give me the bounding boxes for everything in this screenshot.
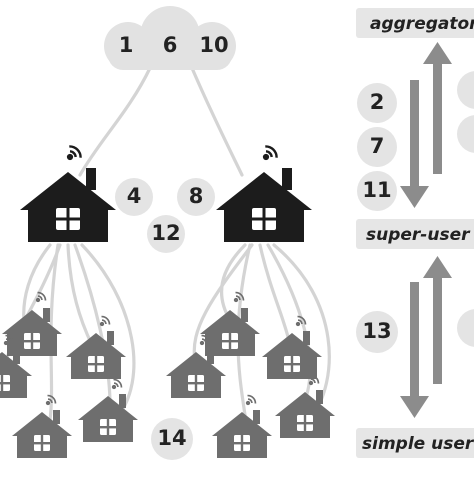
small-house-icon xyxy=(12,410,72,458)
small-house-icon xyxy=(275,390,335,438)
wifi-icon xyxy=(61,142,85,166)
badge-partial-3 xyxy=(457,309,474,347)
link-right-1 xyxy=(220,243,247,322)
badge-number-13: 13 xyxy=(362,319,391,343)
simple-user-label-box xyxy=(356,428,474,458)
badge-13 xyxy=(356,311,398,353)
small-house-icon xyxy=(166,350,226,398)
cloud-number-2: 6 xyxy=(163,33,178,57)
badge-number-2: 2 xyxy=(370,90,385,114)
badge-number-11: 11 xyxy=(362,178,391,202)
small-house-icon xyxy=(212,410,272,458)
badge-number-12: 12 xyxy=(151,221,180,245)
link-right-2 xyxy=(192,243,254,362)
smart-home-icon xyxy=(216,168,312,242)
down-arrow-icon xyxy=(400,282,429,418)
up-arrow-icon xyxy=(423,256,452,384)
super-user-label: super-user xyxy=(366,225,471,245)
small-house-icon xyxy=(78,394,138,442)
badge-number-7: 7 xyxy=(370,134,385,158)
small-house-icon xyxy=(2,308,62,356)
link-left-3 xyxy=(66,243,94,347)
link-left-4 xyxy=(73,243,112,407)
badge-8 xyxy=(177,178,215,216)
badge-2 xyxy=(357,83,397,123)
wifi-icon xyxy=(257,142,281,166)
badge-partial-1 xyxy=(457,71,474,109)
cloud-number-3: 10 xyxy=(199,33,228,57)
cloud-number-1: 1 xyxy=(119,33,134,57)
badge-number-8: 8 xyxy=(189,184,204,208)
small-house-icon xyxy=(66,331,126,379)
link-cloud-left xyxy=(78,66,152,177)
badge-11 xyxy=(357,171,397,211)
aggregator-label-box xyxy=(356,8,474,38)
smart-home-icon xyxy=(20,168,116,242)
small-house-icon xyxy=(0,350,32,398)
badge-12 xyxy=(147,215,185,253)
badge-number-4: 4 xyxy=(127,184,142,208)
super-user-label-box xyxy=(356,219,474,249)
small-house-icon xyxy=(200,308,260,356)
cloud-icon xyxy=(104,6,236,70)
simple-user-label: simple user xyxy=(362,434,474,454)
badge-14 xyxy=(151,418,193,460)
link-right-4 xyxy=(266,243,312,402)
wifi-icon xyxy=(229,290,246,307)
badge-partial-2 xyxy=(457,115,474,153)
badge-number-14: 14 xyxy=(157,426,186,450)
badge-4 xyxy=(115,178,153,216)
link-cloud-right xyxy=(190,66,244,177)
down-arrow-icon xyxy=(400,80,429,208)
up-arrow-icon xyxy=(423,42,452,174)
aggregator-label: aggregator xyxy=(370,14,474,34)
small-house-icon xyxy=(262,331,322,379)
badge-7 xyxy=(357,127,397,167)
